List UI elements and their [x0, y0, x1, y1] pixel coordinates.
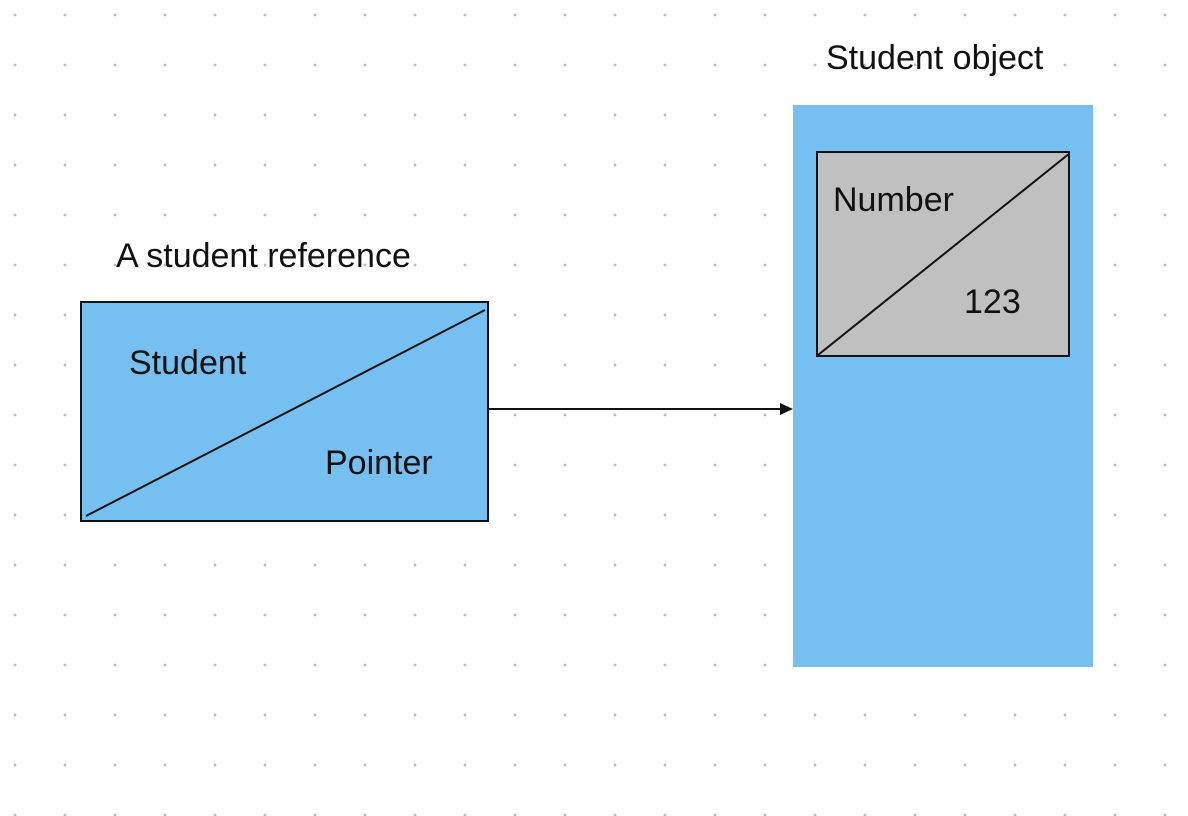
reference-type-label: Student: [129, 344, 247, 382]
student-reference-box: [80, 301, 489, 522]
reference-title: A student reference: [116, 237, 411, 275]
reference-kind-label: Pointer: [325, 444, 433, 482]
field-value-label: 123: [964, 283, 1021, 321]
student-object-title: Student object: [826, 39, 1044, 77]
pointer-arrow-head: [780, 403, 793, 415]
number-field-box: [816, 151, 1070, 357]
reference-box-diagonal: [85, 309, 486, 517]
field-name-label: Number: [833, 181, 954, 219]
